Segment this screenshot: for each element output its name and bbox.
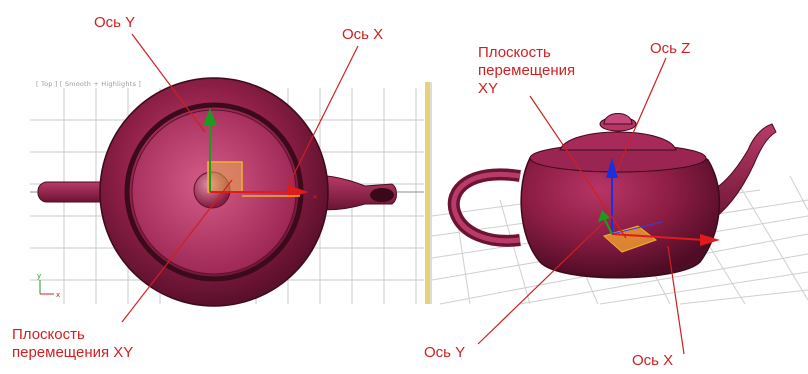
callout-axis-x-right: Ось X [632, 352, 674, 369]
callout-plane-xy-right-line1: Плоскость [478, 44, 551, 61]
plane-xy-handle-left [207, 161, 243, 193]
callout-leaders [121, 33, 685, 355]
callout-plane-xy-right-line2: перемещения [478, 62, 576, 79]
triad-y-label: y [37, 272, 41, 280]
callout-plane-xy-left-line1: Плоскость [12, 326, 85, 343]
callout-plane-xy-right: Плоскость перемещения XY [478, 44, 575, 98]
callout-axis-z-right: Ось Z [650, 40, 691, 57]
callout-axis-x-left: Ось X [342, 26, 384, 43]
callout-axis-y-left: Ось Y [94, 14, 136, 31]
callout-plane-xy-left-line2: перемещения XY [12, 344, 134, 361]
triad-x-label: x [56, 291, 60, 299]
viewport-label[interactable]: [ Top ] [ Smooth + Highlights ] [36, 80, 142, 88]
move-gizmo-perspective[interactable] [598, 158, 720, 253]
teapot-perspective-view[interactable] [447, 113, 777, 279]
callout-plane-xy-right-line3: XY [478, 80, 499, 97]
world-axis-triad: y x [37, 272, 60, 299]
move-gizmo-top[interactable]: × [203, 108, 318, 201]
callout-plane-xy-left: Плоскость перемещения XY [12, 326, 133, 362]
viewport-divider[interactable] [425, 82, 430, 304]
callout-axis-y-right: Ось Y [424, 344, 466, 361]
svg-text:×: × [312, 193, 318, 201]
